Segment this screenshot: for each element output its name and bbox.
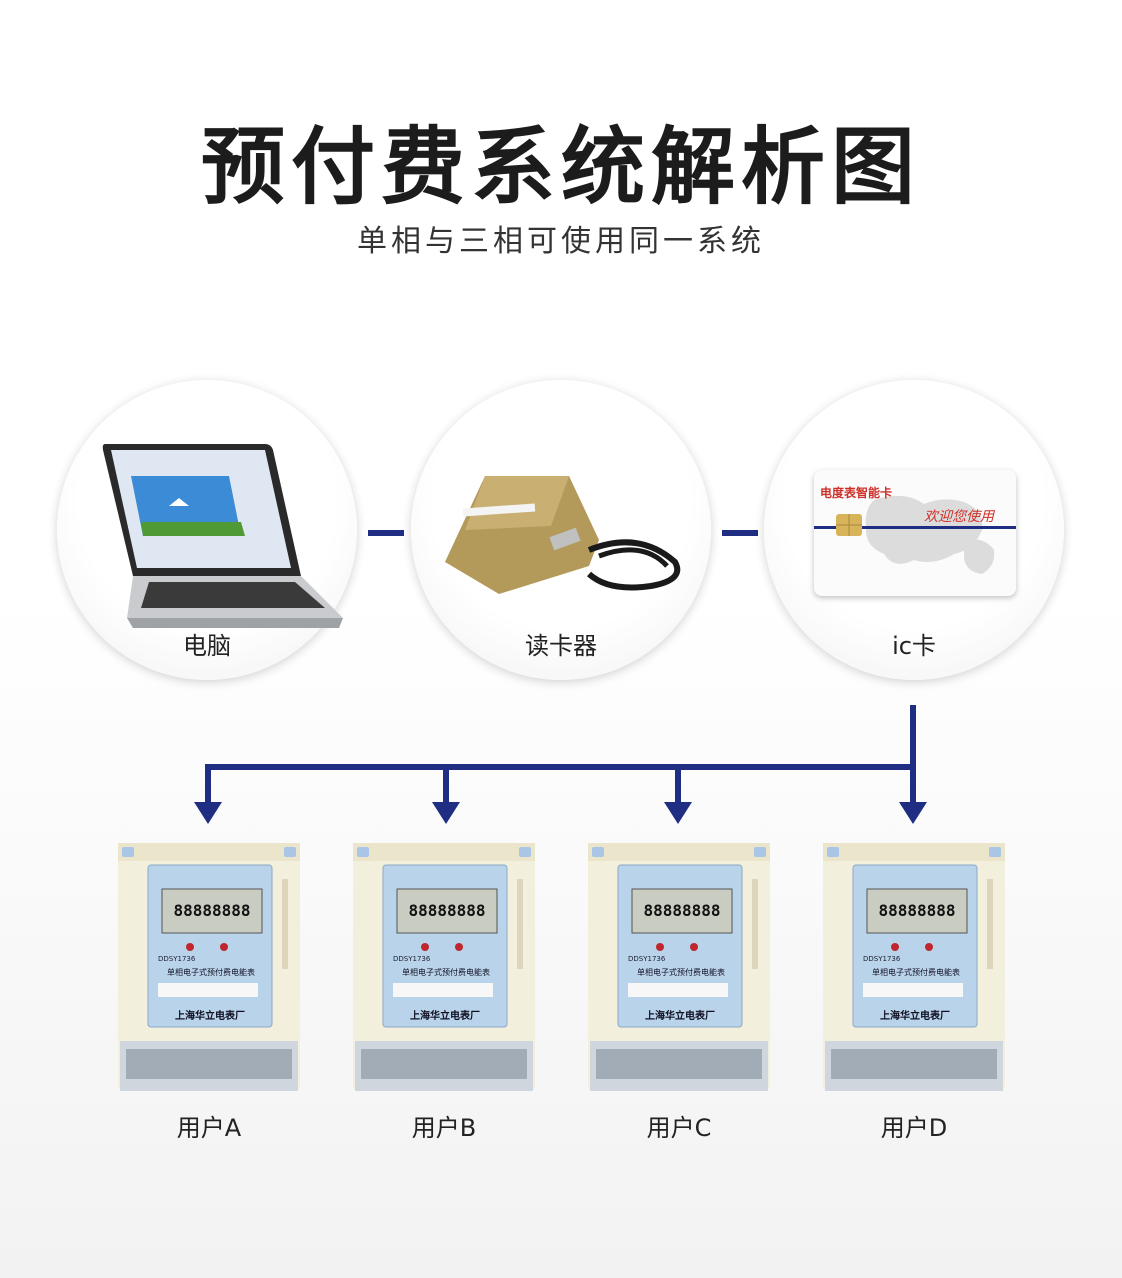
meter-display: 88888888 (173, 901, 251, 920)
ic-card-slogan: 欢迎您使用 (924, 509, 994, 525)
meter-type: 单相电子式预付费电能表 (167, 968, 255, 977)
ic-card-node: 电度表智能卡 欢迎您使用 ic卡 (764, 380, 1064, 680)
ic-card-brand: 电度表智能卡 (820, 486, 893, 500)
user-label-d: 用户D (880, 1114, 948, 1142)
user-label-a: 用户A (176, 1114, 242, 1142)
meter-maker: 上海华立电表厂 (175, 1011, 245, 1022)
user-label-b: 用户B (411, 1114, 477, 1142)
computer-node: 电脑 (57, 380, 357, 680)
laptop-icon (102, 444, 343, 628)
meter-display: 88888888 (643, 901, 721, 920)
device-label-card-reader: 读卡器 (525, 632, 597, 660)
connector-dash-1 (368, 530, 404, 536)
meter-user-d: 88888888 DDSY1736 单相电子式预付费电能表 上海华立电表厂 (823, 843, 1005, 1091)
meter-user-a: 88888888 DDSY1736 单相电子式预付费电能表 上海华立电表厂 (118, 843, 300, 1091)
meter-type: 单相电子式预付费电能表 (637, 968, 725, 977)
meter-user-c: 88888888 DDSY1736 单相电子式预付费电能表 上海华立电表厂 (588, 843, 770, 1091)
arrow-to-user-b (432, 802, 460, 824)
card-reader-node: 读卡器 (411, 380, 711, 680)
meter-type: 单相电子式预付费电能表 (872, 968, 960, 977)
device-label-computer: 电脑 (183, 632, 231, 660)
arrow-to-user-d (899, 802, 927, 824)
meter-model: DDSY1736 (158, 955, 196, 963)
device-label-ic-card: ic卡 (892, 632, 936, 660)
meter-model: DDSY1736 (393, 955, 431, 963)
arrow-to-user-a (194, 802, 222, 824)
connector-dash-2 (722, 530, 758, 536)
meter-maker: 上海华立电表厂 (880, 1011, 950, 1022)
distribution-connector (194, 705, 927, 824)
meter-maker: 上海华立电表厂 (645, 1011, 715, 1022)
ic-card-icon: 电度表智能卡 欢迎您使用 (814, 470, 1016, 596)
user-label-c: 用户C (646, 1114, 712, 1142)
meter-display: 88888888 (408, 901, 486, 920)
meter-maker: 上海华立电表厂 (410, 1011, 480, 1022)
meter-model: DDSY1736 (863, 955, 901, 963)
meter-display: 88888888 (878, 901, 956, 920)
page-title: 预付费系统解析图 (200, 118, 921, 216)
card-reader-icon (445, 476, 681, 594)
meter-user-b: 88888888 DDSY1736 单相电子式预付费电能表 上海华立电表厂 (353, 843, 535, 1091)
meter-model: DDSY1736 (628, 955, 666, 963)
page-subtitle: 单相与三相可使用同一系统 (357, 224, 765, 259)
meter-type: 单相电子式预付费电能表 (402, 968, 490, 977)
arrow-to-user-c (664, 802, 692, 824)
